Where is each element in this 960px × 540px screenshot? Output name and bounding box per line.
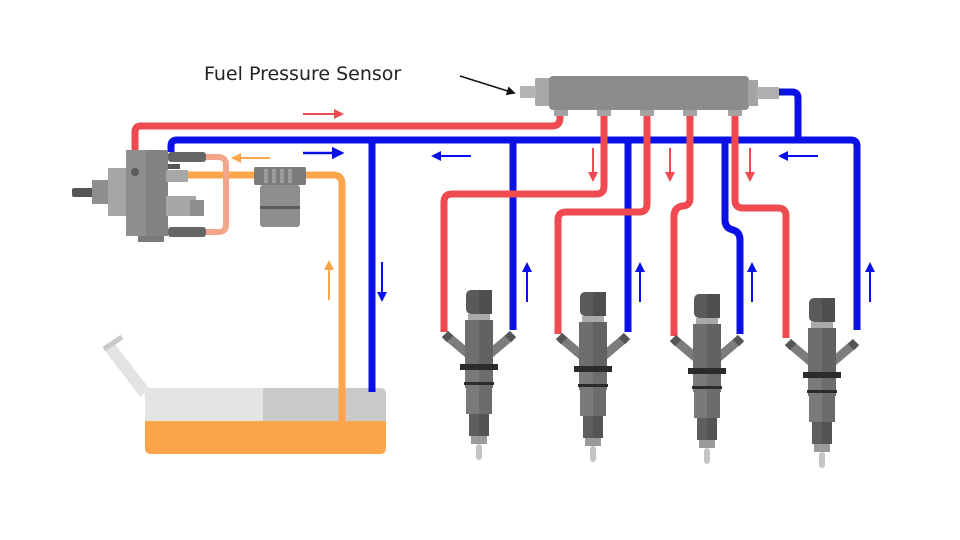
injector-2-feed-line [554,112,651,334]
tank-filler-neck [103,341,150,397]
tank-filler-cap [102,334,124,352]
supply-line-tank-to-filter [305,171,346,421]
pressure-relief-valve [757,87,779,99]
injector-1-feed-line [440,112,608,332]
injector-4 [788,298,856,468]
pump-fitting-top [168,152,206,162]
rail-port-feed [554,110,568,116]
injector-3-feed-line [670,112,694,336]
tank-empty-space-shade [263,388,386,422]
injector-4-feed-line [731,112,790,338]
rail-port-2 [640,110,654,116]
pump-fitting-bottom [168,227,206,237]
pump-internal-loop [206,154,229,235]
label-pointer-arrow [459,75,516,96]
fuel-pressure-sensor-label: Fuel Pressure Sensor [204,63,401,85]
high-pressure-pump [72,150,206,242]
fuel-pressure-sensor [520,86,536,98]
fuel-filter [254,167,306,227]
tank-empty-space [145,388,265,422]
rail-body [549,76,749,110]
rail-port-3 [683,110,697,116]
rail-right-endcap [748,80,758,106]
injector-1 [445,290,513,460]
fuel-tank [102,334,386,454]
injector-3 [673,294,741,464]
pump-shaft [72,188,94,197]
common-rail [520,76,779,116]
injector-3-return-line [721,140,744,334]
rail-port-1 [597,110,611,116]
tank-fuel-level [145,421,386,454]
rail-port-4 [728,110,742,116]
injector-2 [559,292,627,462]
high-pressure-line-pump-to-rail [131,110,564,152]
rail-left-endcap [535,78,550,106]
return-line-rail-relief [776,88,802,140]
